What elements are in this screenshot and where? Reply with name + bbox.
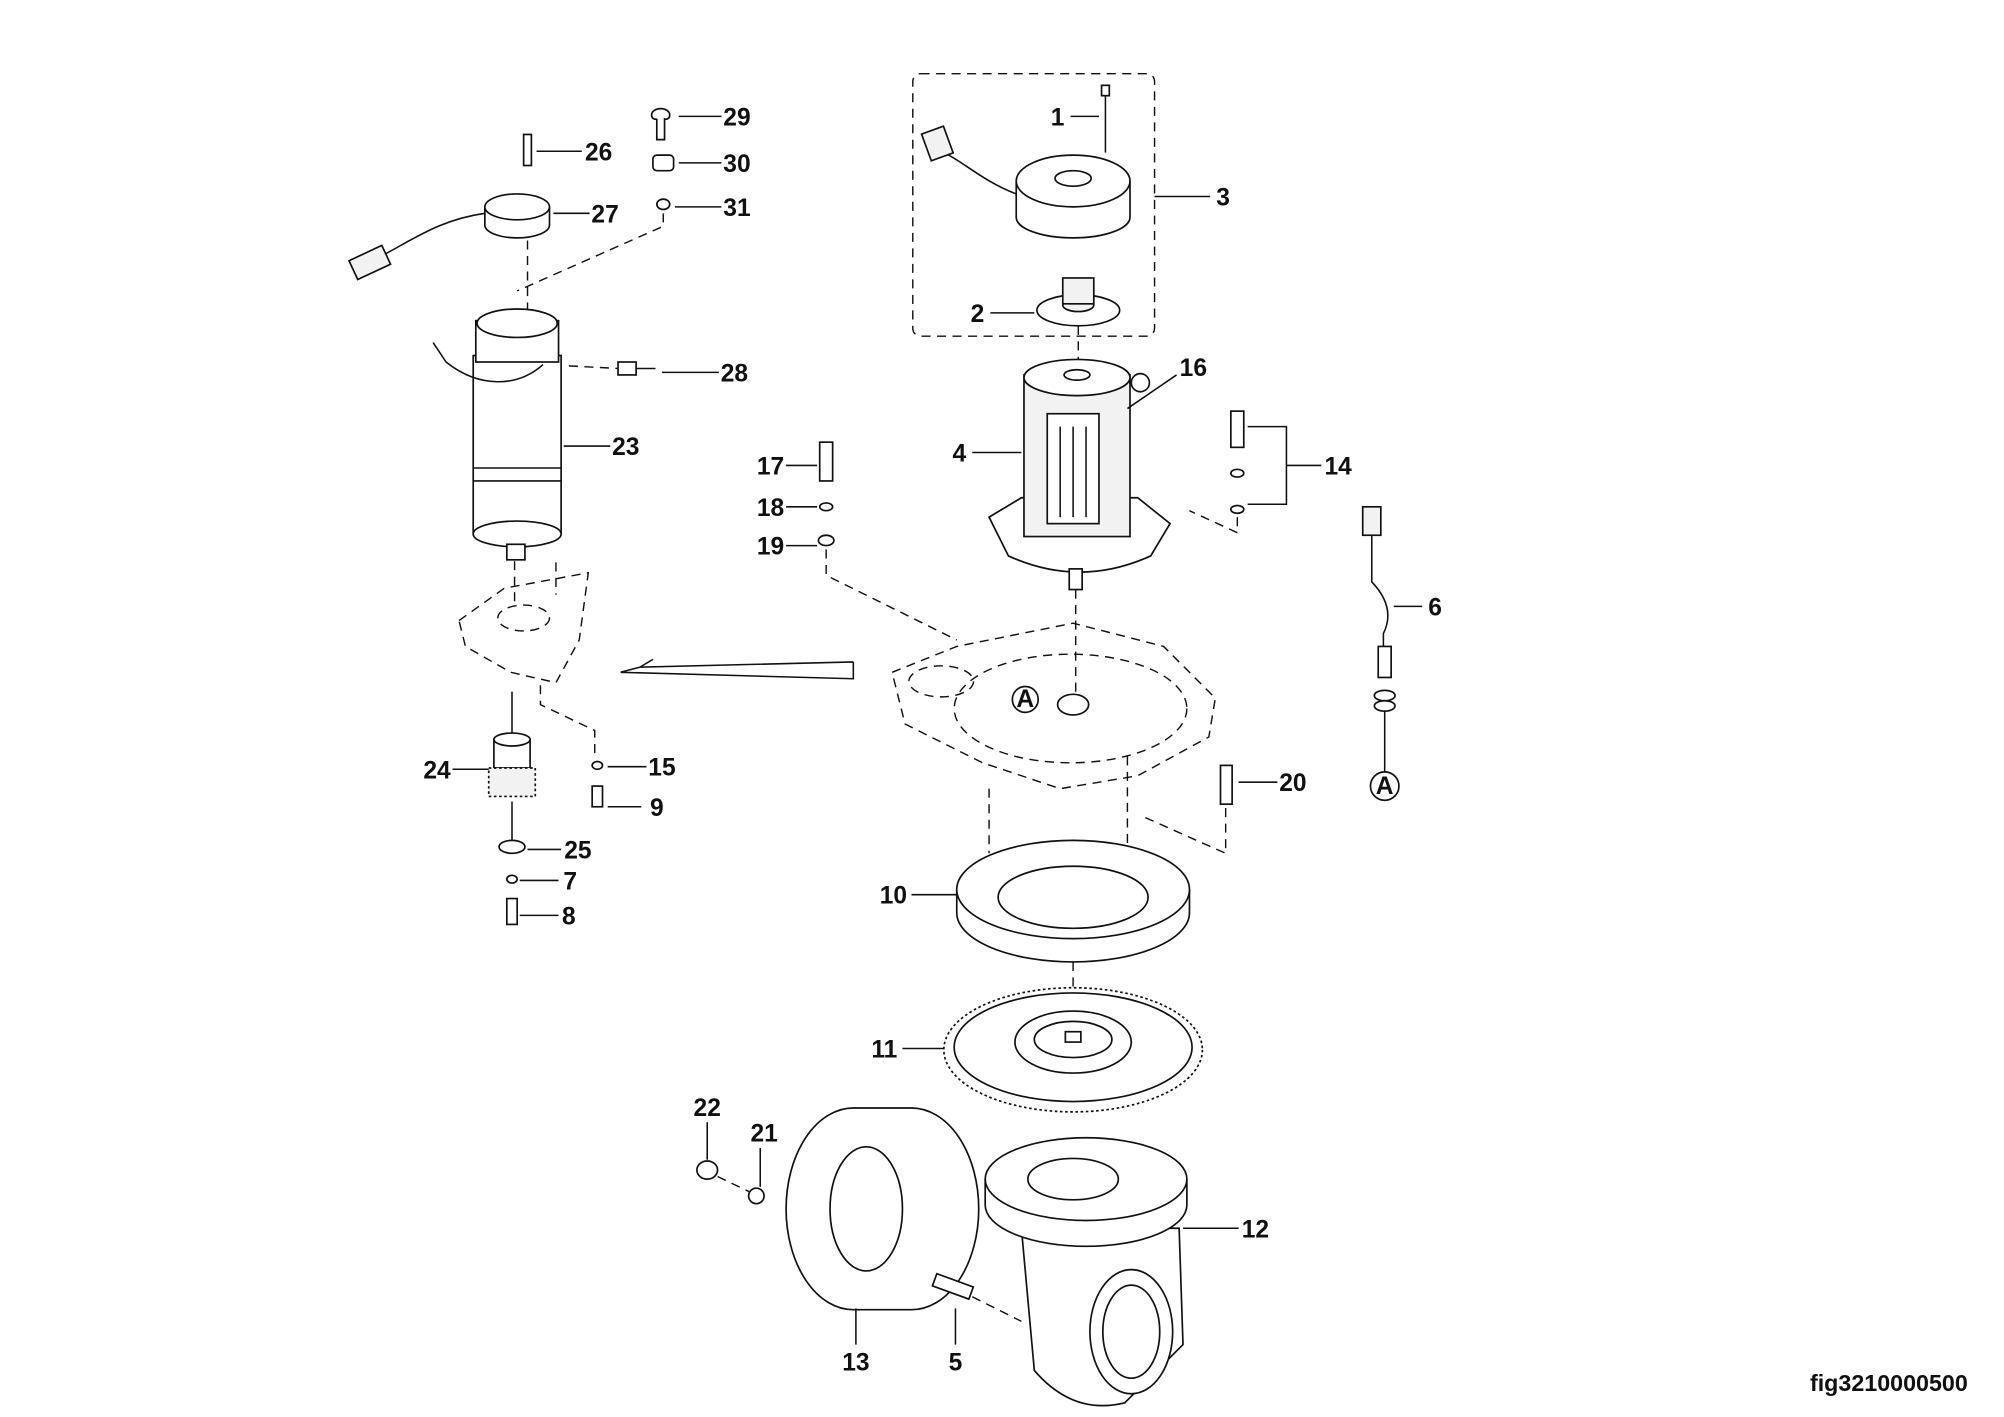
svg-text:A: A [1016, 686, 1034, 713]
callout-14: 14 [1324, 453, 1352, 480]
leader-lines [452, 115, 1423, 1345]
slewing-ring-part-10 [955, 839, 1191, 963]
callout-4: 4 [953, 441, 967, 468]
nut-part-22 [696, 1160, 719, 1180]
callout-30: 30 [723, 151, 750, 178]
direction-arrow [620, 658, 855, 680]
brake-assembly-outline [912, 72, 1156, 337]
sensor-cable-part-6 [1361, 505, 1396, 774]
gear-ring-part-11 [942, 986, 1204, 1113]
callout-29: 29 [723, 104, 750, 131]
callout-15: 15 [648, 755, 675, 782]
callout-labels: 1 2 3 4 16 14 17 18 19 6 20 10 11 12 13 … [423, 104, 1442, 1376]
washer-part-15 [591, 760, 604, 771]
callout-3: 3 [1216, 185, 1230, 212]
callout-13: 13 [842, 1349, 869, 1376]
drive-wheel-part-13 [785, 1107, 980, 1311]
figure-code: fig3210000500 [1810, 1370, 1968, 1396]
gearbox-housing-part-12 [984, 1136, 1188, 1407]
callout-2: 2 [971, 301, 985, 328]
bolt-washers-17-19 [817, 441, 958, 641]
callout-6: 6 [1428, 594, 1442, 621]
washer-part-7 [505, 874, 519, 884]
pin-part-5 [931, 1272, 1022, 1322]
callout-16: 16 [1180, 355, 1207, 382]
disc-part-2 [1036, 277, 1121, 327]
callout-11: 11 [871, 1037, 897, 1064]
bracket-outline [458, 571, 590, 684]
callout-10: 10 [880, 883, 907, 910]
callout-31: 31 [723, 195, 750, 222]
bolt-part-1 [1100, 84, 1111, 153]
screw-part-9 [591, 785, 604, 808]
callout-24: 24 [423, 757, 451, 784]
callout-7: 7 [563, 869, 577, 896]
callout-1: 1 [1051, 104, 1065, 131]
callout-17: 17 [757, 453, 784, 480]
screw-part-8 [505, 897, 519, 926]
encoder-part-27 [347, 193, 551, 281]
steering-motor-part-23 [432, 308, 562, 561]
callout-28: 28 [721, 360, 748, 387]
screw-part-26 [522, 133, 533, 167]
callout-9: 9 [650, 795, 664, 822]
reference-marker-a-plate: A [1011, 685, 1040, 714]
callout-26: 26 [585, 139, 612, 166]
brake-part-3 [920, 125, 1131, 239]
bolt-set-part-14 [1189, 410, 1245, 534]
callout-25: 25 [564, 837, 591, 864]
brush-part-28 [568, 361, 656, 376]
callout-19: 19 [757, 534, 784, 561]
washer-part-21 [747, 1187, 765, 1205]
mounting-plate [891, 622, 1217, 790]
traction-motor-part-4 [987, 358, 1172, 591]
callout-27: 27 [591, 201, 618, 228]
bolt-part-20 [1143, 764, 1233, 855]
callout-22: 22 [694, 1095, 721, 1122]
callout-5: 5 [949, 1349, 963, 1376]
callout-20: 20 [1279, 770, 1306, 797]
callout-23: 23 [612, 434, 639, 461]
callout-8: 8 [562, 903, 576, 930]
spacer-parts-29-31 [516, 107, 675, 292]
callout-12: 12 [1242, 1216, 1269, 1243]
callout-21: 21 [750, 1121, 777, 1148]
washer-part-25 [498, 839, 526, 855]
pinion-part-24 [487, 732, 537, 798]
callout-18: 18 [757, 495, 784, 522]
svg-text:A: A [1376, 773, 1394, 800]
reference-marker-a-cable: A [1369, 771, 1400, 802]
